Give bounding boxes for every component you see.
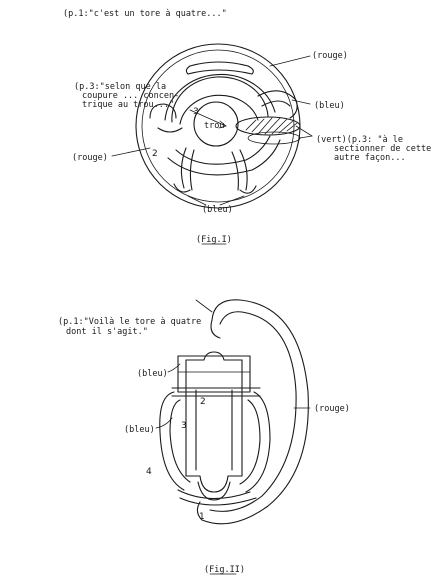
- fig1-bleu-handle-left-b: [189, 149, 195, 191]
- fig1-left-loop-b: [157, 127, 183, 133]
- fig1-bleu-foot-r: [239, 185, 257, 194]
- fig1-label-bleu-right: (bleu): [314, 101, 345, 111]
- fig1-quote-top: (p.1:"c'est un tore à quatre...": [63, 9, 227, 19]
- fig1-leaders: [111, 55, 313, 206]
- fig1-hole-label: trou: [204, 121, 224, 131]
- fig1-label-vert-line2: sectionner de cette: [334, 144, 431, 154]
- fig2-num-2: 2: [200, 397, 206, 407]
- fig2-label-bleu-top: (bleu): [137, 369, 168, 379]
- fig2-label-bleu-mid: (bleu): [124, 425, 155, 435]
- fig1-inner-band-a: [175, 135, 271, 165]
- fig2-rouge-inner: [209, 311, 297, 512]
- fig1-bleu-ribbon-b: [261, 100, 291, 107]
- fig1-vert-section: [235, 116, 301, 136]
- fig1-num-3: 3: [193, 107, 199, 117]
- fig1-label-bleu-bottom: (bleu): [202, 205, 233, 215]
- fig1-tube-top-c: [179, 94, 259, 125]
- fig2-quote-line1: (p.1:"Voilà le tore à quatre: [58, 317, 201, 327]
- fig2-torus: [159, 299, 309, 525]
- fig1-bleu-ribbon-a: [257, 90, 298, 119]
- fig1-label-rouge-right: (rouge): [312, 51, 348, 61]
- fig2-num-3: 3: [181, 421, 187, 431]
- fig1-outer-rim-inner: [141, 49, 295, 203]
- fig1-label-rouge-left: (rouge): [72, 153, 108, 163]
- fig1-label-vert-line1: (vert)(p.3: "à le: [316, 135, 403, 145]
- fig1-quote-p3-line2: coupure ... concen-: [82, 91, 179, 101]
- fig1-vert-section-2: [247, 131, 301, 145]
- fig2-label-rouge: (rouge): [314, 404, 350, 414]
- fig1-torus: [135, 43, 301, 209]
- fig2-right-loop-inner: [239, 399, 261, 485]
- fig1-bleu-handle-right-b: [231, 151, 239, 191]
- fig2-quote-line2: dont il s'agit.": [66, 327, 148, 337]
- fig1-bleu-foot-l: [173, 183, 191, 193]
- fig1-hole: [193, 101, 239, 147]
- fig1-top-band-endr: [247, 65, 254, 75]
- fig1-top-band-endl: [185, 65, 191, 75]
- fig1-label-vert-line3: autre façon...: [334, 153, 406, 163]
- fig1-tube-top-a: [164, 73, 276, 121]
- fig1-vert-hatch: [245, 117, 298, 135]
- fig2-bottom-band-b: [179, 497, 257, 506]
- fig1-quote-p3-line3: trique au trou...": [82, 100, 174, 110]
- fig2-rouge-hook: [210, 319, 221, 339]
- fig2-top-band-box: [177, 355, 251, 393]
- fig2-rouge-outer: [196, 299, 309, 525]
- fig1-quote-p3-line1: (p.3:"selon que la: [74, 82, 166, 92]
- fig2-leaders: [155, 299, 311, 429]
- fig1-tube-top-b: [171, 76, 269, 123]
- fig1-caption: (Fig.I): [196, 235, 232, 245]
- fig1-bleu-handle-right-a: [239, 149, 248, 191]
- fig1-num-2: 2: [152, 149, 158, 159]
- fig1-bleu-handle-left-a: [180, 147, 187, 189]
- fig2-strip-bottom: [185, 475, 243, 493]
- fig1-cut-arrowhead: [218, 120, 227, 129]
- fig1-top-band-a: [189, 61, 249, 67]
- fig2-num-1: 1: [199, 512, 205, 522]
- fig2-strip-top: [185, 351, 243, 361]
- fig2-num-4: 4: [146, 467, 152, 477]
- fig2-caption: (Fig.II): [204, 565, 245, 575]
- fig2-bottom-band-a: [177, 489, 251, 500]
- fig1-cut-arrow: [189, 109, 227, 127]
- fig2-bleu-left-outer: [159, 391, 185, 491]
- fig2-bottom-notch: [197, 481, 231, 501]
- fig1-top-band-b: [187, 69, 253, 75]
- fig1-inner-band-b: [167, 139, 281, 176]
- fig2-right-loop-outer: [245, 391, 271, 493]
- fig2-bleu-left-inner: [169, 399, 191, 483]
- fig1-left-loop: [149, 103, 177, 119]
